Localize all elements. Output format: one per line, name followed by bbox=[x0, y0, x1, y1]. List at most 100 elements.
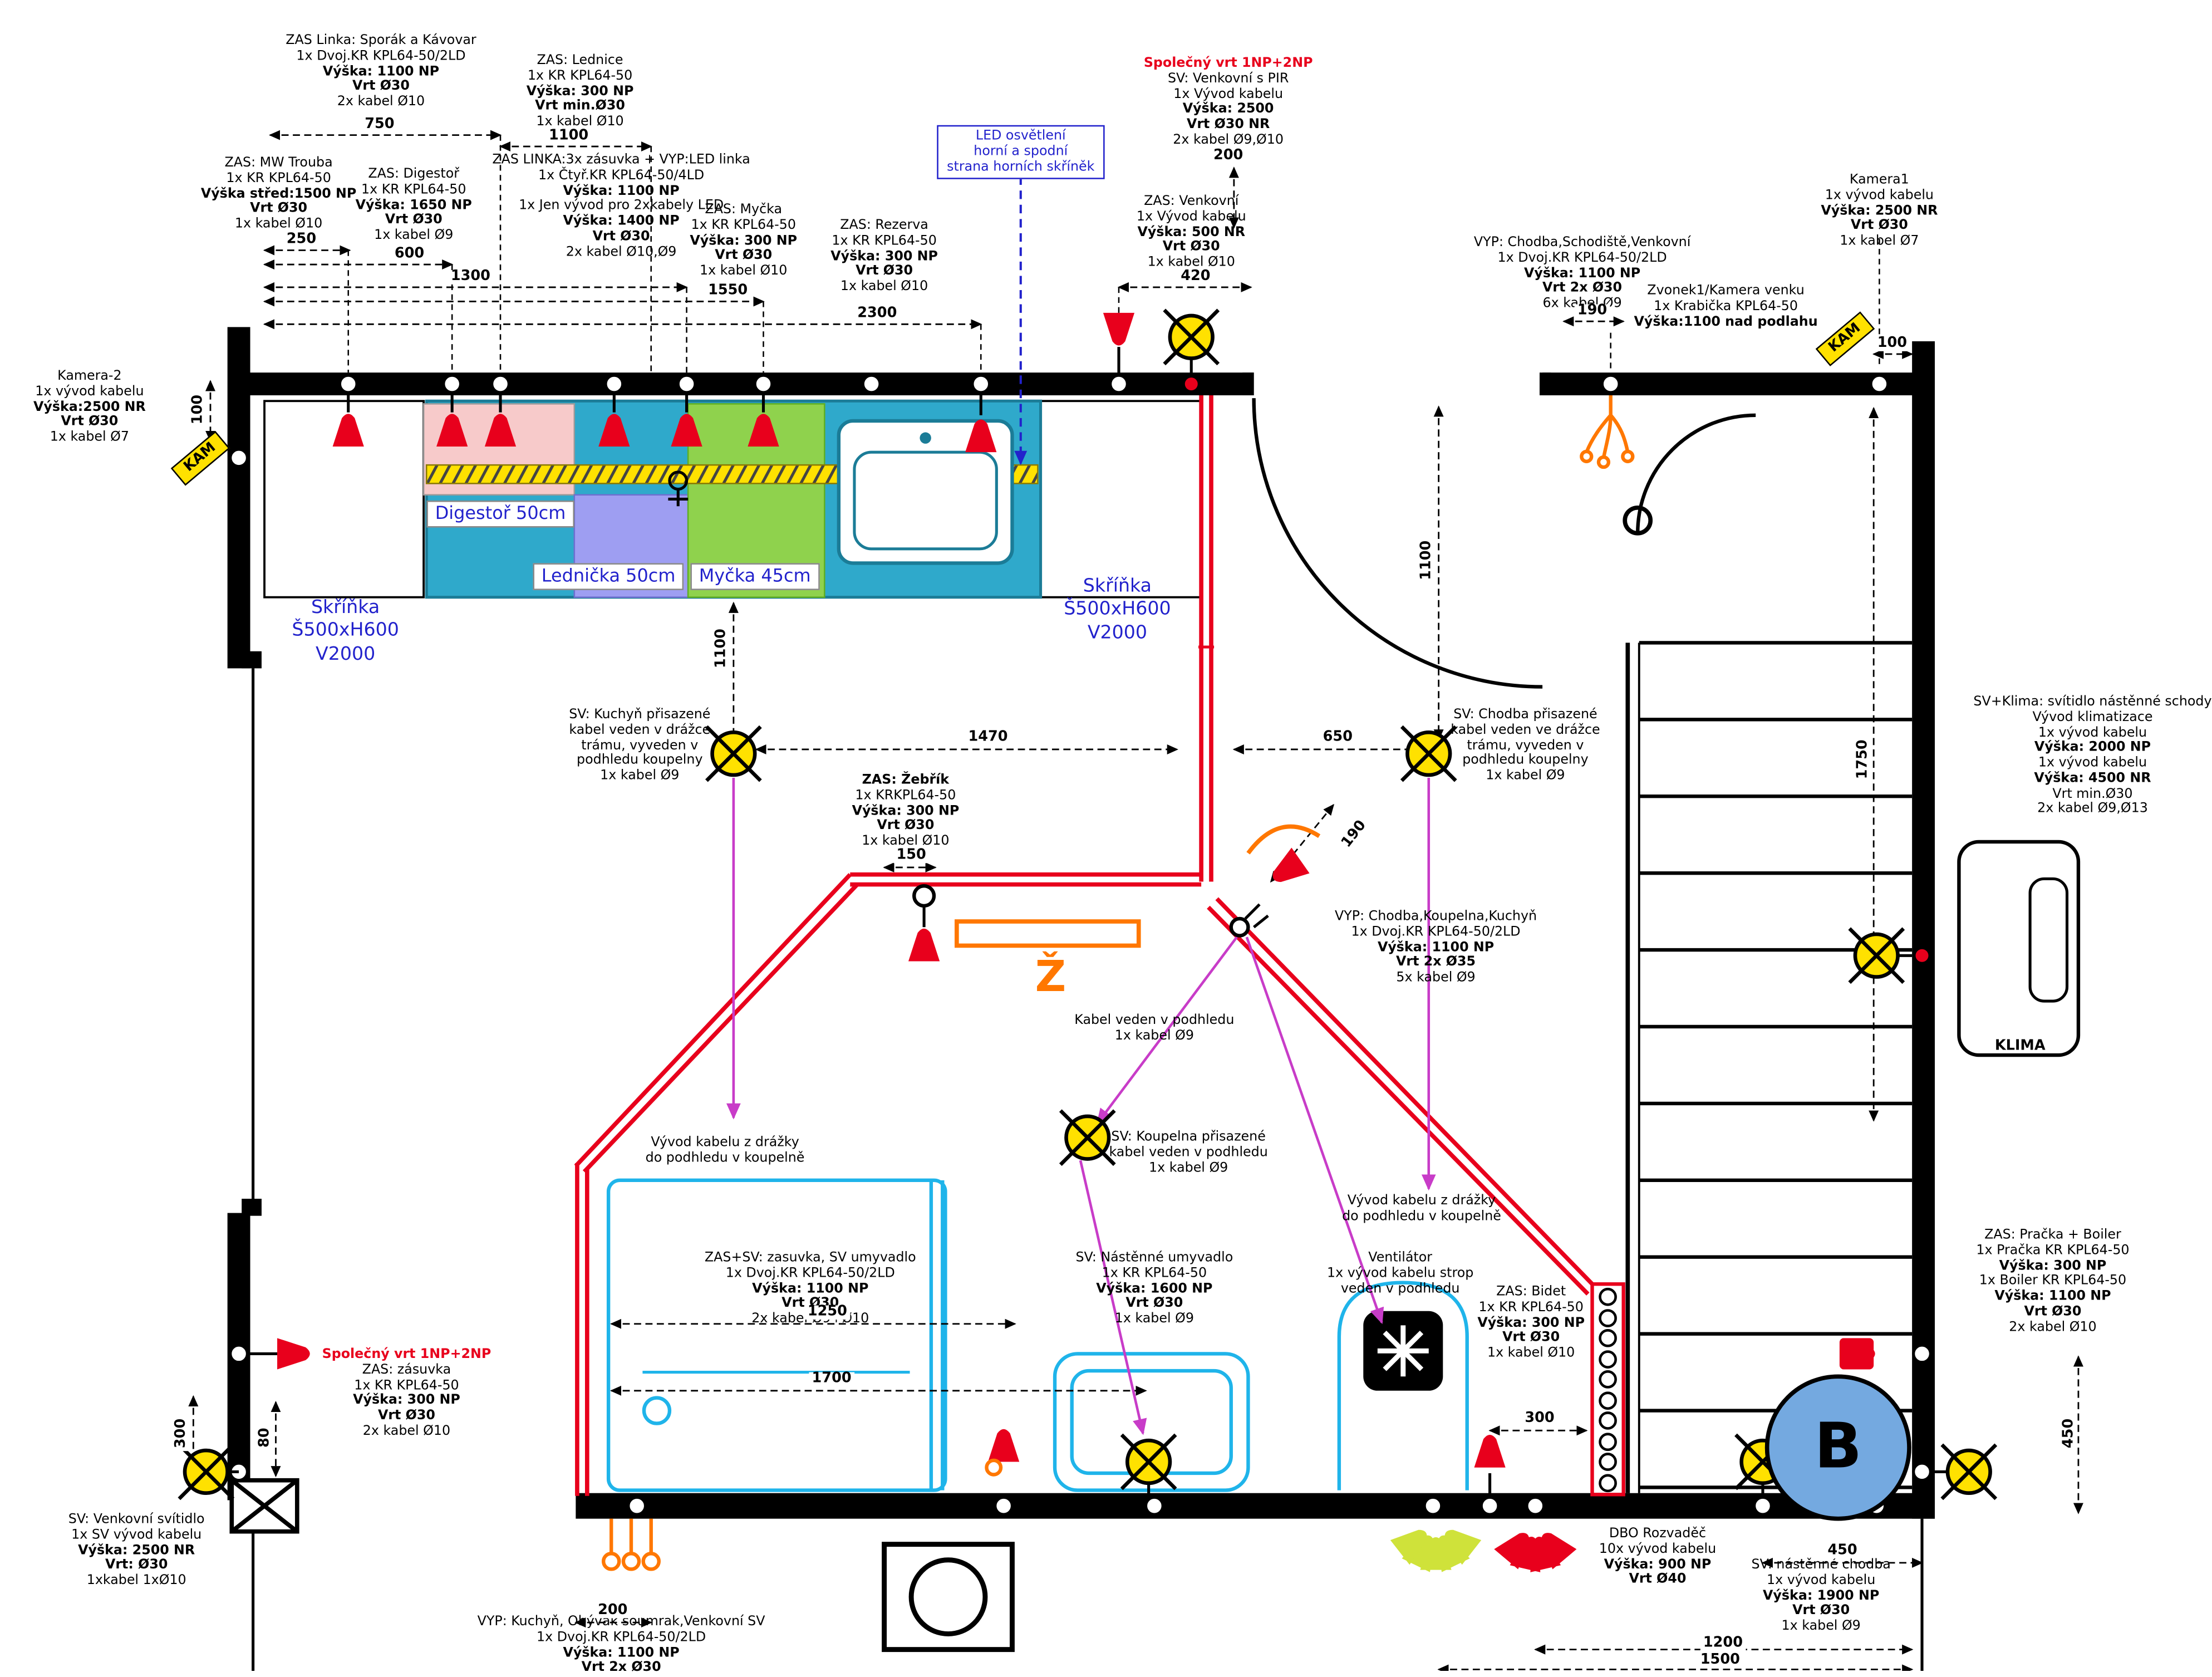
note-sv-chodba-line: trámu, vyveden v bbox=[1467, 737, 1584, 753]
note-zas-venkovni-line: 1x kabel Ø10 bbox=[1147, 254, 1235, 271]
note-zas-digestor-line: Vrt Ø30 bbox=[385, 212, 443, 228]
note-zas-lednice-line: 1x kabel Ø10 bbox=[536, 114, 624, 130]
note-zas-zebrik-line: 1x KRKPL64-50 bbox=[855, 787, 956, 803]
note-zas-zasuvka-spolecny-line: ZAS: zásuvka bbox=[362, 1362, 451, 1378]
note-zas-linka-3x-line: Vrt Ø30 bbox=[592, 228, 650, 245]
red-partition bbox=[574, 395, 1597, 1496]
note-sv-venkovni-svitidlo-line: 1xkabel 1xØ10 bbox=[86, 1573, 186, 1589]
note-sv-chodba-line: SV: Chodba přisazené bbox=[1453, 707, 1597, 723]
note-zas-linka-3x-line: 1x Jen vývod pro 2xkabely LED bbox=[519, 198, 724, 214]
ventilator-icon bbox=[1363, 1311, 1443, 1391]
label-skrinka-left-line: Skříňka bbox=[311, 597, 380, 619]
switch-junction bbox=[1229, 916, 1250, 938]
note-vyvod-drazka-right-line: Vývod kabelu z drážky bbox=[1347, 1193, 1496, 1209]
note-vyp-chodba-koupelna-line: Výška: 1100 NP bbox=[1377, 939, 1495, 955]
note-zas-linka-sporak-kavovar-line: 1x Dvoj.KR KPL64-50/2LD bbox=[296, 48, 466, 64]
dimension-label: 300 bbox=[174, 1415, 189, 1452]
label-kam-left-line: KAM bbox=[181, 440, 219, 475]
note-zvonek-kamera-line: 1x Krabička KPL64-50 bbox=[1654, 298, 1798, 314]
note-kamera2-line: 1x kabel Ø7 bbox=[50, 429, 129, 445]
note-led-osvetleni-line: strana horních skříněk bbox=[947, 158, 1095, 175]
label-kam-right-line: KAM bbox=[1826, 320, 1864, 356]
note-sv-klima-line: Vrt min.Ø30 bbox=[2052, 786, 2133, 802]
note-zas-mw-trouba-line: ZAS: MW Trouba bbox=[224, 155, 333, 171]
note-ventilator-line: Ventilátor bbox=[1368, 1249, 1433, 1266]
note-dbo-rozvadec-line: Výška: 900 NP bbox=[1604, 1556, 1712, 1572]
label-skrinka-right-line: Š500xH600 bbox=[1064, 599, 1171, 621]
note-dbo-rozvadec-line: DBO Rozvaděč bbox=[1609, 1526, 1707, 1542]
note-sv-venkovni-pir-line: Společný vrt 1NP+2NP bbox=[1143, 55, 1313, 71]
note-zas-venkovni-line: ZAS: Venkovní bbox=[1144, 193, 1239, 209]
note-sv-venkovni-pir-line: Výška: 2500 bbox=[1182, 101, 1274, 117]
note-zas-sv-umyvadlo-line: Výška: 1100 NP bbox=[752, 1281, 869, 1297]
dimension-label: 250 bbox=[283, 233, 319, 248]
note-zas-linka-sporak-kavovar-line: Výška: 1100 NP bbox=[322, 63, 440, 79]
note-zvonek-kamera-line: Zvonek1/Kamera venku bbox=[1647, 283, 1805, 299]
note-zas-linka-3x-line: 2x kabel Ø10,Ø9 bbox=[566, 244, 677, 260]
note-sv-nastenne-chodba-line: 1x kabel Ø9 bbox=[1781, 1618, 1861, 1634]
note-zas-lednice-line: Výška: 300 NP bbox=[526, 83, 634, 99]
dimension-label: 150 bbox=[893, 848, 929, 864]
note-vyp-chodba-schodiste-line: VYP: Chodba,Schodiště,Venkovní bbox=[1473, 234, 1691, 251]
note-kamera2-line: Kamera-2 bbox=[57, 368, 122, 384]
note-zas-linka-3x-line: ZAS LINKA:3x zásuvka + VYP:LED linka bbox=[492, 152, 750, 168]
note-sv-nastenne-chodba-line: Výška: 1900 NP bbox=[1763, 1587, 1880, 1604]
note-zas-pracka-boiler-line: 1x Boiler KR KPL64-50 bbox=[1979, 1273, 2127, 1289]
note-kamera1-line: 1x vývod kabelu bbox=[1825, 187, 1934, 203]
note-zas-pracka-boiler-line: Vrt Ø30 bbox=[2024, 1303, 2082, 1320]
note-zas-bidet-line: ZAS: Bidet bbox=[1496, 1284, 1566, 1300]
note-vyp-chodba-schodiste-line: Výška: 1100 NP bbox=[1524, 265, 1641, 281]
dimension-label: 1550 bbox=[705, 284, 751, 299]
property-lines bbox=[252, 668, 1924, 1671]
note-zas-mycka-line: Výška: 300 NP bbox=[690, 232, 798, 248]
pendant-light-icon bbox=[1580, 395, 1635, 469]
dimension-label: 190 bbox=[1574, 303, 1610, 319]
note-dbo-rozvadec-line: 10x vývod kabelu bbox=[1599, 1541, 1717, 1557]
dimension-label: 300 bbox=[1522, 1411, 1557, 1426]
dimension-label: 420 bbox=[1178, 269, 1213, 285]
dimension-label: 1750 bbox=[1855, 737, 1871, 782]
note-sv-klima-line: 1x vývod kabelu bbox=[2038, 755, 2147, 771]
door-arcs bbox=[1252, 398, 1756, 689]
note-zas-bidet-line: 1x KR KPL64-50 bbox=[1478, 1299, 1584, 1315]
note-zas-rezerva-line: 1x kabel Ø10 bbox=[840, 278, 928, 295]
shower-drain-icon bbox=[642, 1396, 672, 1425]
note-kabel-podhled-line: Kabel veden v podhledu bbox=[1074, 1012, 1235, 1028]
note-kamera1-line: Kamera1 bbox=[1849, 172, 1909, 188]
note-zvonek-kamera-line: Výška:1100 nad podlahu bbox=[1634, 313, 1818, 330]
note-sv-chodba-line: kabel veden ve drážce bbox=[1451, 722, 1600, 738]
dimension-label: 450 bbox=[1825, 1543, 1860, 1559]
note-led-osvetleni-line: LED osvětlení bbox=[975, 128, 1066, 144]
leader-lines bbox=[347, 135, 1880, 373]
ladder-icon bbox=[955, 919, 1141, 948]
note-zas-venkovni-line: Vrt Ø30 bbox=[1162, 239, 1220, 256]
note-sv-venkovni-svitidlo-line: SV: Venkovní svítidlo bbox=[68, 1511, 205, 1527]
dimension-label: 600 bbox=[391, 247, 427, 262]
note-zas-linka-sporak-kavovar-line: 2x kabel Ø10 bbox=[337, 94, 425, 110]
note-sv-venkovni-pir-line: Vrt Ø30 NR bbox=[1186, 116, 1270, 133]
note-zas-pracka-boiler-line: 1x Pračka KR KPL64-50 bbox=[1976, 1242, 2130, 1258]
note-sv-kuchyn-line: SV: Kuchyň přisazené bbox=[569, 707, 711, 723]
label-lednicka: Lednička 50cm bbox=[533, 563, 684, 590]
label-kam-right: KAM bbox=[1815, 311, 1875, 366]
note-zas-venkovni-line: 1x Vývod kabelu bbox=[1136, 208, 1246, 224]
note-zas-zebrik-line: Vrt Ø30 bbox=[877, 818, 935, 834]
dimension-label: 1250 bbox=[804, 1305, 851, 1320]
label-skrinka-left-line: Š500xH600 bbox=[292, 620, 399, 642]
label-skrinka-left-line: V2000 bbox=[316, 643, 376, 665]
note-zas-sv-umyvadlo-line: ZAS+SV: zasuvka, SV umyvadlo bbox=[704, 1249, 916, 1266]
note-sv-venkovni-pir-line: 2x kabel Ø9,Ø10 bbox=[1173, 132, 1284, 148]
